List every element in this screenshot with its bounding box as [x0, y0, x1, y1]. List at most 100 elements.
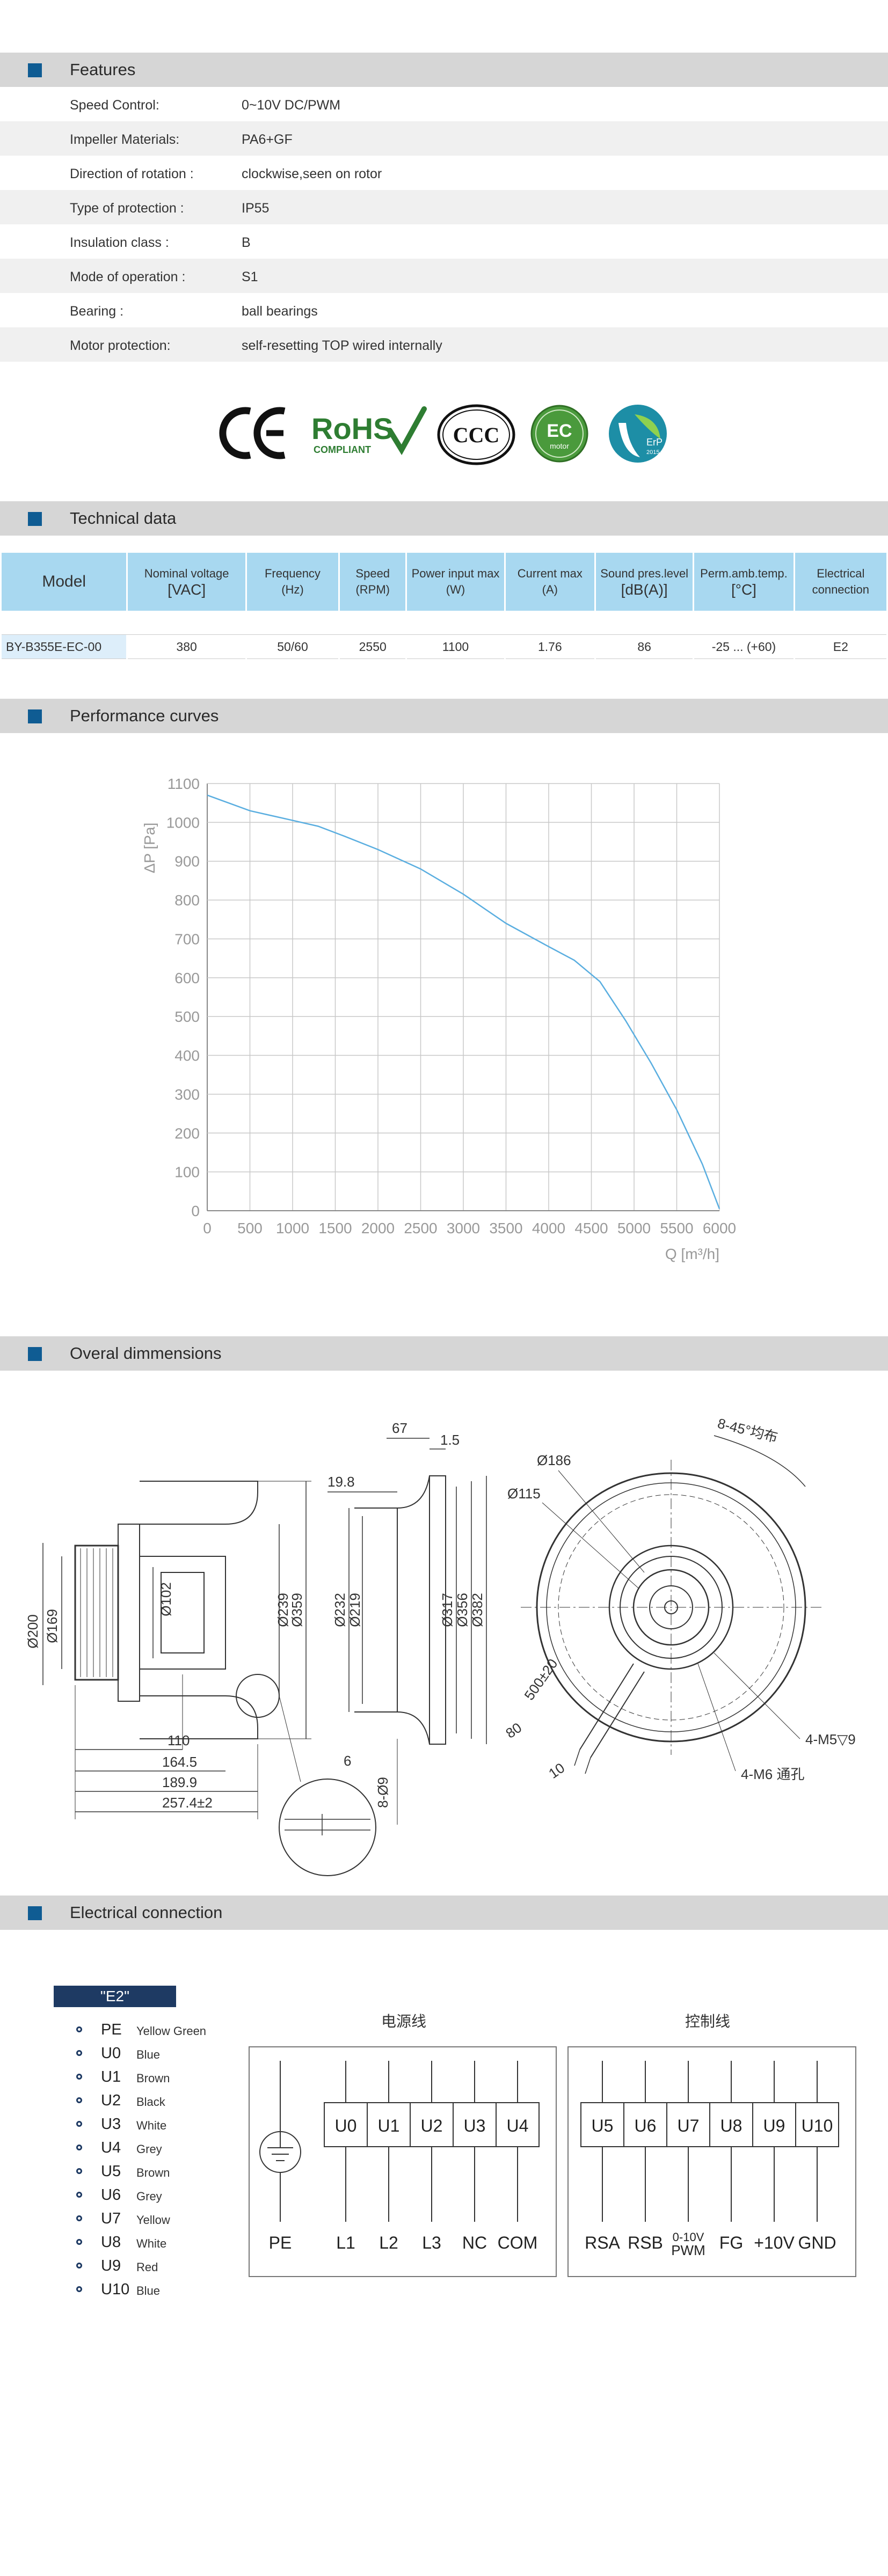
erp-leaf-icon: ErP 2015: [609, 405, 667, 463]
header-unit: connection: [812, 583, 870, 596]
control-pin-label: FG: [719, 2233, 743, 2252]
performance-section-bar: Performance curves: [0, 699, 888, 733]
dim-text: 110: [168, 1732, 190, 1748]
wire-legend-title: "E2": [54, 1986, 176, 2007]
power-pin-label: L2: [379, 2233, 398, 2252]
x-tick-label: 2000: [361, 1220, 395, 1236]
dim-text: Ø115: [507, 1485, 541, 1502]
bullet-icon: [76, 2121, 82, 2127]
feature-value: clockwise,seen on rotor: [242, 166, 382, 181]
bullet-icon: [76, 2239, 82, 2245]
section-marker: [28, 63, 42, 77]
feature-label: Bearing :: [70, 304, 124, 319]
y-tick-label: 500: [174, 1008, 200, 1025]
dim-text: Ø232: [332, 1593, 348, 1627]
y-tick-label: 900: [174, 853, 200, 870]
feature-row: Insulation class :B: [0, 224, 888, 259]
feature-value: ball bearings: [242, 304, 318, 319]
wire-code: U2: [101, 2092, 121, 2109]
ce-mark-icon: [219, 407, 286, 459]
wire-code: U7: [101, 2210, 121, 2227]
wire-code: U9: [101, 2257, 121, 2274]
dimensions-section-bar: Overal dimmensions: [0, 1336, 888, 1371]
power-wiring-frame: [249, 2046, 557, 2277]
dim-text: Ø239: [275, 1593, 291, 1627]
table-cell: 86: [595, 635, 693, 659]
ec-motor-text: motor: [550, 442, 569, 450]
wire-code: U3: [101, 2116, 121, 2133]
feature-label: Impeller Materials:: [70, 132, 180, 147]
control-pin-label: RSB: [628, 2233, 663, 2252]
feature-row: Speed Control:0~10V DC/PWM: [0, 87, 888, 121]
power-pin-label: L3: [422, 2233, 441, 2252]
header-unit: (Hz): [281, 583, 304, 596]
ec-motor-icon: EC motor: [530, 405, 588, 463]
table-header-cell: Power input max(W): [407, 553, 504, 611]
dim-text: 67: [392, 1420, 407, 1436]
x-tick-label: 2500: [404, 1220, 437, 1236]
feature-value: B: [242, 235, 251, 250]
table-cell: -25 ... (+60): [694, 635, 794, 659]
power-pin-label: COM: [498, 2233, 538, 2252]
wire-code: U1: [101, 2068, 121, 2085]
bullet-icon: [76, 2097, 82, 2103]
header-line: Frequency: [264, 567, 321, 580]
feature-row: Mode of operation :S1: [0, 259, 888, 293]
wire-color: Brown: [136, 2166, 170, 2179]
erp-year-text: 2015: [646, 449, 659, 456]
terminal-label: U10: [802, 2116, 833, 2135]
control-pin-label: +10V: [754, 2233, 795, 2252]
y-tick-label: 100: [174, 1164, 200, 1181]
terminal-label: U0: [335, 2116, 357, 2135]
ccc-text: CCC: [453, 423, 500, 447]
wire-color: Blue: [136, 2284, 161, 2297]
feature-row: Bearing : ball bearings: [0, 293, 888, 327]
control-pin-label: RSA: [585, 2233, 620, 2252]
front-view-drawing: Ø186 Ø115 8-45°均布 500±20 80 10 4-M5▽9 4-…: [503, 1415, 855, 1782]
dim-text: Ø102: [158, 1582, 174, 1616]
y-tick-label: 0: [191, 1203, 200, 1219]
dim-text: 1.5: [440, 1432, 460, 1448]
x-tick-label: 4000: [532, 1220, 565, 1236]
terminal-label: U9: [763, 2116, 785, 2135]
section-marker: [28, 1347, 42, 1361]
section-marker: [28, 709, 42, 723]
bullet-icon: [76, 2168, 82, 2174]
header-unit: [dB(A)]: [621, 581, 668, 598]
dimensions-section-title: Overal dimmensions: [70, 1344, 222, 1363]
header-line: Nominal voltage: [144, 567, 229, 580]
terminal-label: U5: [592, 2116, 614, 2135]
section-marker: [28, 1906, 42, 1920]
table-cell: 50/60: [246, 635, 339, 659]
technical-section-title: Technical data: [70, 509, 177, 528]
dim-text: 189.9: [162, 1774, 197, 1790]
performance-section-title: Performance curves: [70, 706, 219, 725]
feature-row: Impeller Materials:PA6+GF: [0, 121, 888, 156]
feature-label: Mode of operation :: [70, 269, 186, 284]
header-line: Current max: [517, 567, 583, 580]
header-line: Speed: [355, 567, 390, 580]
chart-grid: [207, 783, 720, 1211]
y-tick-label: 400: [174, 1048, 200, 1064]
side-view-drawing: Ø200 Ø169 Ø102 Ø239 Ø359 110 164.5 189.9…: [25, 1481, 376, 1876]
header-unit: (W): [446, 583, 465, 596]
rohs-compliant-icon: RoHS COMPLIANT: [311, 406, 427, 455]
feature-row: Direction of rotation :clockwise,seen on…: [0, 156, 888, 190]
table-header-cell: Sound pres.level[dB(A)]: [595, 553, 693, 611]
table-header-cell: Model: [2, 553, 127, 611]
bullet-icon: [76, 2074, 82, 2080]
feature-row: Type of protection :IP55: [0, 190, 888, 224]
dim-text: 19.8: [327, 1474, 355, 1490]
dim-text: Ø169: [44, 1609, 60, 1643]
wire-code: U0: [101, 2045, 121, 2062]
wire-color: Yellow Green: [136, 2024, 207, 2038]
section-marker: [28, 512, 42, 526]
bullet-icon: [76, 2026, 82, 2032]
wire-color: Black: [136, 2095, 165, 2109]
dim-text: Ø317: [439, 1593, 455, 1627]
power-pin-label: PE: [269, 2233, 292, 2252]
